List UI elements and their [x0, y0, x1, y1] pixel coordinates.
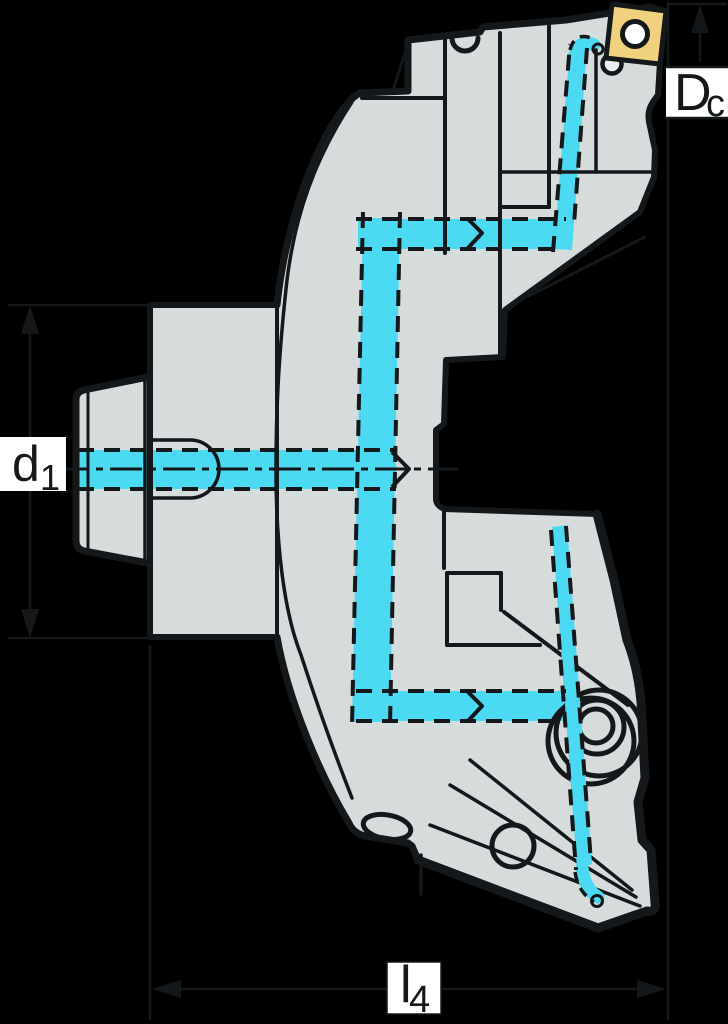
notch-lower-edge-restroke [594, 513, 630, 641]
d1-label-box [0, 437, 66, 491]
upper-branch-channel [358, 219, 566, 249]
arrow-up [21, 305, 39, 334]
drill-tip-marks [390, 217, 484, 723]
lower-branch-channel [358, 691, 566, 721]
d1-label: d1 [12, 436, 60, 498]
dimension-d1: d1 [0, 303, 150, 640]
coolant-exit-hole-top [591, 42, 605, 56]
arrow-up [691, 5, 709, 33]
insert-hole [620, 19, 650, 49]
arrow-right [637, 980, 666, 998]
cutting-insert [603, 1, 669, 67]
bottom-face-oval [360, 811, 414, 843]
Dc-label-box [666, 67, 728, 118]
dimension-l4: l4 [148, 645, 666, 1021]
lower-bore-hole [489, 822, 537, 870]
coolant-exit-hole-bottom [590, 894, 604, 908]
l4-label: l4 [400, 956, 430, 1021]
arrow-left [152, 980, 181, 998]
coolant-exit-curl-top [567, 36, 601, 65]
arrow-down [21, 609, 39, 638]
upper-slant-channel [554, 44, 587, 250]
dimension-Dc: Dc [666, 2, 728, 1020]
Dc-label: Dc [674, 64, 725, 125]
clamp-boss [545, 687, 645, 787]
channel-dashes [78, 34, 595, 904]
l4-label-box [386, 961, 442, 1015]
